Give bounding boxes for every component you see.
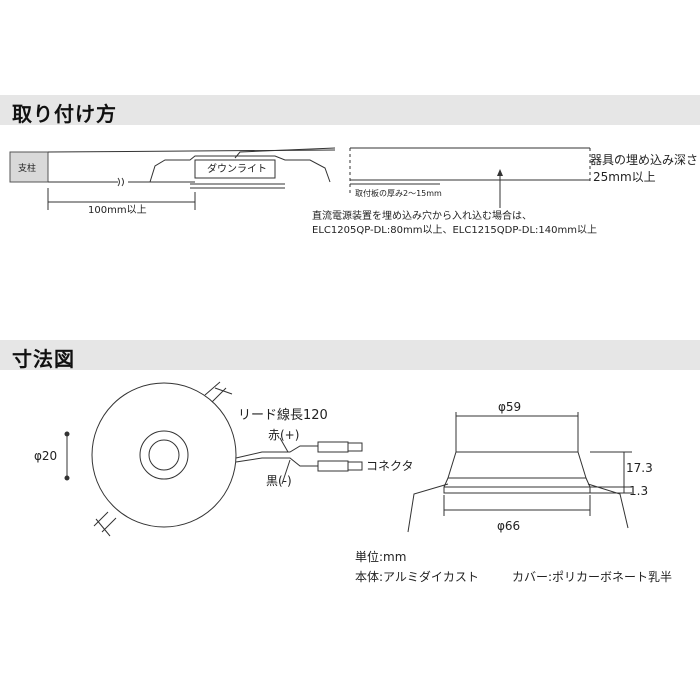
outer-circle	[91, 382, 237, 528]
black-wire-label: 黒(-)	[266, 474, 292, 488]
note-line-1: 直流電源装置を埋め込み穴から入れ込む場合は、	[312, 209, 532, 222]
unit-label: 単位:mm	[355, 549, 406, 564]
dia-bottom-label: φ66	[497, 519, 520, 533]
downlight-label: ダウンライト	[207, 162, 267, 175]
side-flange	[443, 486, 591, 494]
connector-label: コネクタ	[366, 459, 414, 473]
embed-depth-label-1: 器具の埋め込み深さ	[590, 153, 698, 167]
downlight-body	[149, 155, 331, 183]
dims-section-header: 寸法図	[0, 340, 700, 371]
lead-length-label: リード線長120	[238, 407, 328, 423]
side-view-drawing	[407, 412, 632, 533]
top-view-drawing	[64, 381, 363, 537]
connector-bottom	[317, 460, 349, 472]
dia-top-label: φ59	[498, 400, 521, 414]
downlight-housing	[194, 159, 276, 179]
board-thickness-label: 取付板の厚み2〜15mm	[355, 188, 442, 198]
note-line-2: ELC1205QP-DL:80mm以上、ELC1215QDP-DL:140mm以…	[312, 224, 597, 236]
support-box	[9, 151, 49, 183]
lens-circle	[148, 439, 180, 471]
cover-material-label: カバー:ポリカーボネート乳半	[512, 570, 672, 584]
installation-diagram	[9, 147, 591, 210]
embed-depth-label-2: 25mm以上	[593, 170, 656, 184]
install-section-header: 取り付け方	[0, 95, 700, 126]
clearance-label: 100mm以上	[88, 204, 147, 216]
connector-top	[317, 441, 349, 453]
body-material-label: 本体:アルミダイカスト	[355, 569, 479, 584]
red-wire-label: 赤(+)	[268, 428, 299, 442]
height-label: 17.3	[626, 461, 653, 475]
flange-label: 1.3	[629, 484, 648, 498]
support-label: 支柱	[18, 162, 36, 174]
inner-ring	[139, 430, 189, 480]
dims-section-title: 寸法図	[12, 347, 75, 371]
side-body	[447, 451, 587, 479]
dia-small-label: φ20	[34, 449, 57, 463]
install-section-title: 取り付け方	[12, 102, 117, 126]
